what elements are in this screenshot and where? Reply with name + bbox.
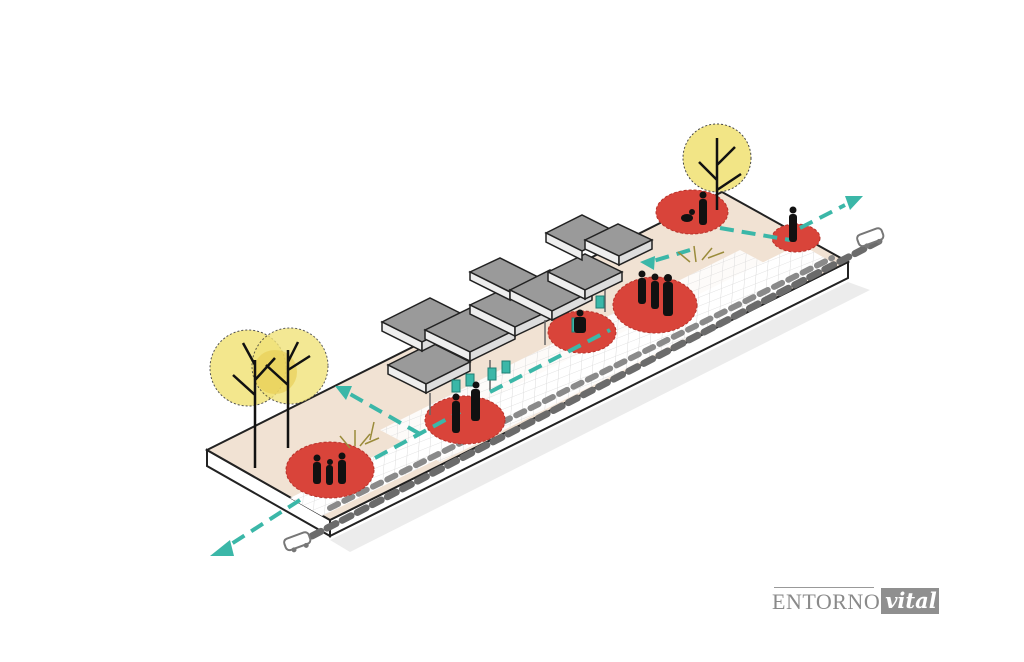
bus-route-line	[308, 234, 889, 540]
entorno-vital-logo: ENTORNO vital	[772, 584, 939, 614]
person-silhouette-icon	[638, 270, 646, 304]
flow-arrow-icon	[489, 328, 611, 394]
bus-icon	[283, 531, 312, 553]
person-silhouette-icon	[313, 454, 321, 484]
dog-silhouette-icon	[681, 209, 695, 222]
person-silhouette-icon	[699, 191, 707, 225]
tree-icon	[682, 123, 752, 210]
person-silhouette-icon	[651, 273, 659, 309]
tree-icon	[209, 327, 329, 468]
flow-arrow-icon	[223, 498, 302, 550]
person-silhouette-icon	[789, 206, 797, 242]
flow-arrow-icon	[374, 410, 461, 460]
flow-arrow-icon	[719, 226, 791, 242]
canopy-roof-icon	[583, 223, 654, 267]
logo-rule	[774, 587, 874, 588]
pedestrian-flow-arrows	[223, 203, 846, 550]
activity-zone	[424, 395, 506, 445]
person-silhouette-icon	[471, 381, 480, 421]
person-silhouette-icon	[326, 459, 333, 485]
flow-arrow-icon	[649, 248, 691, 264]
logo-text-entorno: ENTORNO	[772, 589, 881, 614]
person-silhouette-icon	[452, 393, 460, 433]
plant-icon	[339, 245, 725, 449]
flow-arrow-icon	[349, 392, 421, 436]
arrowheads	[210, 196, 863, 556]
bus-icon	[856, 227, 885, 249]
curb-markings	[327, 255, 835, 511]
canopy-roof-icon	[546, 253, 624, 301]
logo-text-vital: vital	[881, 588, 939, 614]
people	[313, 191, 797, 485]
shelter-canopy	[380, 214, 654, 415]
canopy-roof-icon	[468, 285, 557, 338]
person-silhouette-icon	[338, 452, 346, 484]
platform-shadow	[330, 282, 870, 552]
canopy-roof-icon	[386, 342, 472, 395]
person-silhouette-icon	[663, 274, 673, 316]
person-silhouette-icon	[574, 309, 586, 333]
flow-arrow-icon	[799, 203, 846, 230]
